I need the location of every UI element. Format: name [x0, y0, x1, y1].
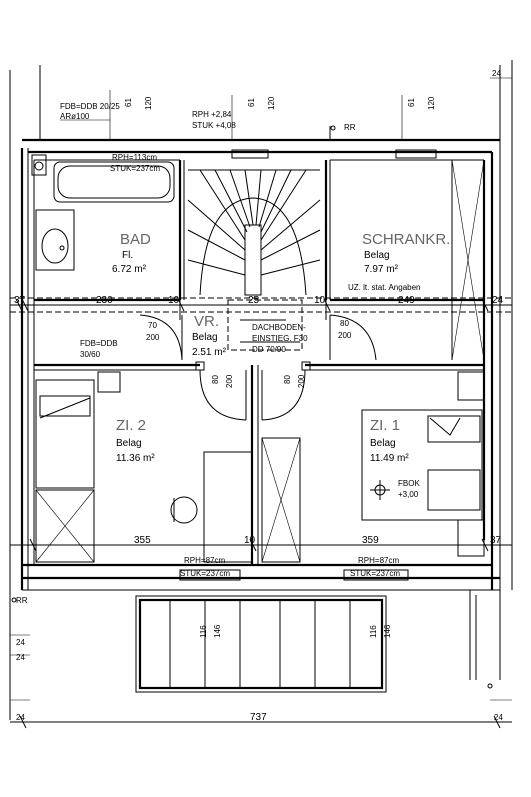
note-rph-bath: RPH=113cm	[112, 153, 157, 162]
room-area-bad: 6.72 m²	[112, 264, 147, 275]
dim-door-70: 70	[148, 321, 157, 330]
dim-10-a: 10	[168, 295, 180, 306]
top-dimension-ticks	[60, 77, 512, 140]
note-ar-top: ARø100	[60, 112, 90, 121]
note-stuk-top: STUK +4,08	[192, 121, 236, 130]
dim-door-200-zi1: 200	[297, 374, 306, 388]
wardrobe-zi2	[35, 489, 95, 563]
dim-door-80: 80	[340, 319, 349, 328]
room-name-vr: VR.	[194, 313, 219, 330]
dim-116-b: 116	[369, 625, 378, 638]
note-rph-bot-left: RPH=87cm	[184, 556, 225, 565]
dim-359: 359	[362, 535, 379, 546]
dim-door-80-zi1: 80	[283, 375, 292, 384]
room-area-zi1: 11.49 m²	[370, 453, 409, 464]
note-rph-top: RPH +2,84	[192, 110, 232, 119]
staircase	[187, 169, 321, 296]
bath-fixtures	[35, 161, 175, 271]
note-rr-top: RR	[344, 123, 356, 132]
dim-10-b: 10	[314, 295, 326, 306]
room-name-zi1: ZI. 1	[370, 417, 400, 434]
dim-120-c: 120	[427, 96, 436, 110]
dim-61-b: 61	[247, 98, 256, 107]
note-fdb-left-size: 30/60	[80, 350, 101, 359]
balcony	[135, 569, 409, 693]
dim-door-200-b: 200	[338, 331, 352, 340]
dim-24-left-2: 24	[16, 653, 25, 662]
dim-37-left: 37	[14, 295, 26, 306]
note-fbok: FBOK	[398, 479, 420, 488]
top-openings	[31, 125, 437, 176]
zi1-furniture	[361, 371, 485, 557]
vr-doors	[139, 299, 377, 361]
note-stuk-bot-left: STUK=237cm	[180, 569, 230, 578]
dim-24-top-right: 24	[492, 69, 501, 78]
dim-120-a: 120	[144, 96, 153, 110]
room-floor-bad: Fl.	[122, 250, 133, 261]
room-floor-zi2: Belag	[116, 438, 142, 449]
note-rph-bot-right: RPH=87cm	[358, 556, 399, 565]
room-floor-schrankraum: Belag	[364, 250, 390, 261]
room-area-vr: 2.51 m²	[192, 347, 227, 358]
room-area-zi2: 11.36 m²	[116, 453, 155, 464]
room-name-zi2: ZI. 2	[116, 417, 146, 434]
interior-walls	[33, 159, 486, 565]
room-floor-vr: Belag	[192, 332, 218, 343]
note-stuk-bath: STUK=237cm	[110, 164, 160, 173]
dim-146-a: 146	[213, 624, 222, 638]
dim-120-b: 120	[267, 96, 276, 110]
dim-116-a: 116	[199, 625, 208, 638]
bed-zi2	[35, 379, 95, 489]
room-name-bad: BAD	[120, 231, 151, 248]
note-rr-bot: RR	[16, 596, 28, 605]
dim-355: 355	[134, 535, 151, 546]
dim-24-left-3: 24	[16, 713, 25, 722]
note-uz: UZ. lt. stat. Angaben	[348, 283, 420, 292]
washbasin	[35, 209, 75, 271]
note-dachboden-3: DD 70/90	[252, 345, 286, 354]
left-dimension-ticks	[10, 597, 512, 701]
room-floor-zi1: Belag	[370, 438, 396, 449]
outer-walls	[9, 60, 513, 720]
dim-230: 230	[96, 295, 113, 306]
note-fbok-level: +3,00	[398, 490, 419, 499]
zi2-furniture	[35, 371, 301, 563]
bathtub	[53, 161, 175, 203]
dim-24-right: 24	[492, 295, 504, 306]
room-doors	[195, 361, 311, 421]
dim-10-c: 10	[244, 535, 256, 546]
bed-zi1	[361, 409, 483, 521]
dim-249: 249	[398, 295, 415, 306]
dim-24-left-1: 24	[16, 638, 25, 647]
dim-61-a: 61	[124, 98, 133, 107]
dim-37-right: 37	[490, 535, 502, 546]
note-fdb-left: FDB=DDB	[80, 339, 118, 348]
dim-door-200-a: 200	[146, 333, 160, 342]
dim-24-right-2: 24	[494, 713, 503, 722]
dim-61-c: 61	[407, 98, 416, 107]
desk-zi2	[203, 451, 253, 563]
room-area-schrankraum: 7.97 m²	[364, 264, 399, 275]
dim-25: 25	[248, 295, 260, 306]
dim-737-total: 737	[250, 712, 267, 723]
dim-door-200-zi2: 200	[225, 374, 234, 388]
note-stuk-bot-right: STUK=237cm	[350, 569, 400, 578]
note-dachboden-2: EINSTIEG. F30	[252, 334, 308, 343]
wardrobe	[451, 159, 485, 361]
dim-146-b: 146	[383, 624, 392, 638]
note-fdb-top: FDB=DDB 20/25	[60, 102, 120, 111]
note-dachboden-1: DACHBODEN-	[252, 323, 306, 332]
room-name-schrankraum: SCHRANKR.	[362, 231, 450, 248]
dim-door-80-zi2: 80	[211, 375, 220, 384]
